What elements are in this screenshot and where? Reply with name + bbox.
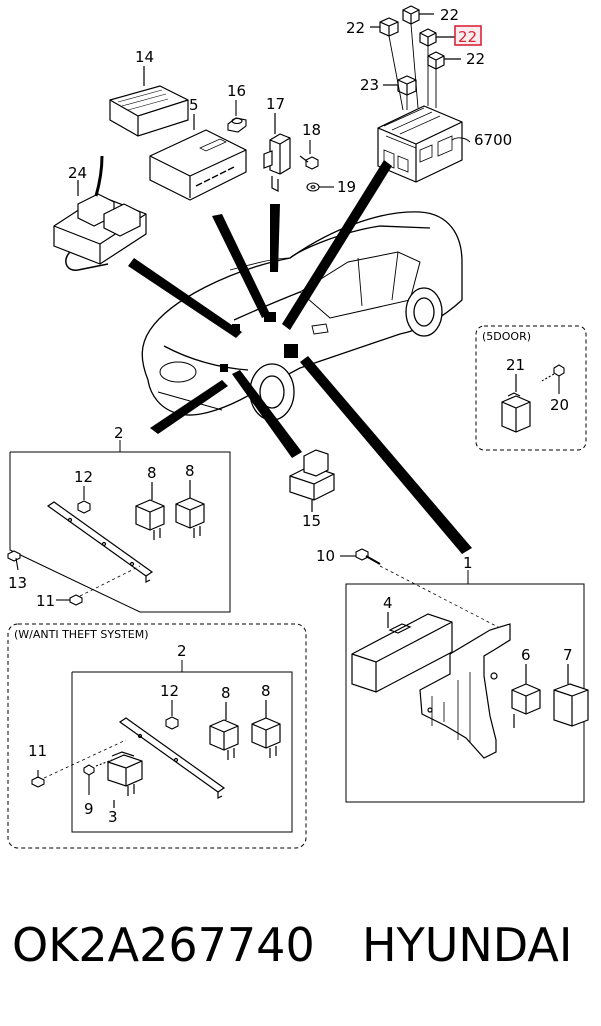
bolt-9[interactable]: [83, 759, 113, 795]
label-23: 23: [360, 76, 379, 94]
label-22: 22: [346, 19, 365, 37]
label-8: 8: [221, 684, 231, 702]
label-12: 12: [160, 682, 179, 700]
label-15: 15: [302, 512, 321, 530]
label-17: 17: [266, 95, 285, 113]
anti-theft-label: (W/ANTI THEFT SYSTEM): [14, 628, 149, 641]
relay-22-top[interactable]: [402, 5, 434, 25]
nut-16[interactable]: [227, 100, 247, 133]
label-9: 9: [84, 800, 94, 818]
relay-8-anti-theft-right[interactable]: [251, 700, 281, 758]
connector-15[interactable]: [289, 449, 335, 512]
relay-23[interactable]: [383, 75, 417, 96]
label-11: 11: [36, 592, 55, 610]
relay-8-left[interactable]: [135, 482, 165, 540]
bracket-assembly-1: [340, 548, 589, 803]
relay-22-right[interactable]: [427, 51, 461, 70]
label-3: 3: [108, 808, 118, 826]
module-14[interactable]: [109, 66, 189, 137]
label-14: 14: [135, 48, 154, 66]
nut-11-lower[interactable]: [31, 739, 127, 788]
nut-12-anti-theft[interactable]: [165, 700, 179, 730]
label-18: 18: [302, 121, 321, 139]
bolt-13[interactable]: [7, 550, 21, 571]
label-20: 20: [550, 396, 569, 414]
footer: OK2A267740 HYUNDAI: [0, 918, 601, 988]
washer-19[interactable]: [306, 182, 334, 192]
label-6700: 6700: [474, 131, 512, 149]
junction-box-6700[interactable]: [377, 105, 471, 183]
anti-theft-frame: [7, 623, 307, 849]
label-8: 8: [147, 464, 157, 482]
label-11: 11: [28, 742, 47, 760]
bracket-assembly-2: [7, 440, 231, 613]
label-6: 6: [521, 646, 531, 664]
label-2: 2: [114, 424, 124, 442]
relay-21[interactable]: [501, 374, 531, 433]
label-2: 2: [177, 642, 187, 660]
five-door-frame: [475, 325, 587, 451]
label-13: 13: [8, 574, 27, 592]
sensor-17[interactable]: [263, 113, 291, 192]
nut-11-upper[interactable]: [56, 565, 141, 606]
relay-3[interactable]: [107, 751, 143, 808]
label-16: 16: [227, 82, 246, 100]
label-21: 21: [506, 356, 525, 374]
label-22-highlighted[interactable]: 22: [458, 28, 477, 46]
nut-12[interactable]: [77, 486, 91, 514]
label-7: 7: [563, 646, 573, 664]
bolt-10[interactable]: [340, 548, 501, 629]
bracket-plate-anti-theft[interactable]: [118, 717, 226, 799]
label-19: 19: [337, 178, 356, 196]
relay-22-highlighted[interactable]: [419, 25, 482, 47]
bracket-plate[interactable]: [46, 501, 154, 583]
mounting-bracket[interactable]: [419, 623, 511, 759]
relay-block-24[interactable]: [53, 155, 147, 271]
relay-8-anti-theft-left[interactable]: [209, 702, 239, 760]
relay-8-right[interactable]: [175, 480, 205, 538]
brand-name: HYUNDAI: [362, 918, 573, 972]
part-number: OK2A267740: [12, 918, 315, 972]
module-4[interactable]: [351, 612, 453, 693]
five-door-label: (5DOOR): [482, 330, 531, 343]
label-12: 12: [74, 468, 93, 486]
bolt-18[interactable]: [299, 140, 319, 170]
control-unit-5[interactable]: [149, 114, 247, 201]
relay-22-top-left[interactable]: [370, 17, 399, 37]
label-4: 4: [383, 594, 393, 612]
label-22: 22: [466, 50, 485, 68]
label-5: 5: [189, 96, 199, 114]
relay-6[interactable]: [511, 664, 541, 728]
label-1: 1: [463, 554, 473, 572]
label-8: 8: [261, 682, 271, 700]
callout-labels: 22 22 22 22 23 6700 14 5 16 17 18 19 24 …: [8, 6, 573, 826]
junction-box-group: [370, 5, 482, 183]
leader-wedges: [128, 160, 472, 554]
label-22: 22: [440, 6, 459, 24]
module-7[interactable]: [553, 664, 589, 727]
label-10: 10: [316, 547, 335, 565]
vehicle-body: [141, 211, 463, 421]
label-24: 24: [68, 164, 87, 182]
screw-20[interactable]: [539, 364, 565, 394]
label-8: 8: [185, 462, 195, 480]
